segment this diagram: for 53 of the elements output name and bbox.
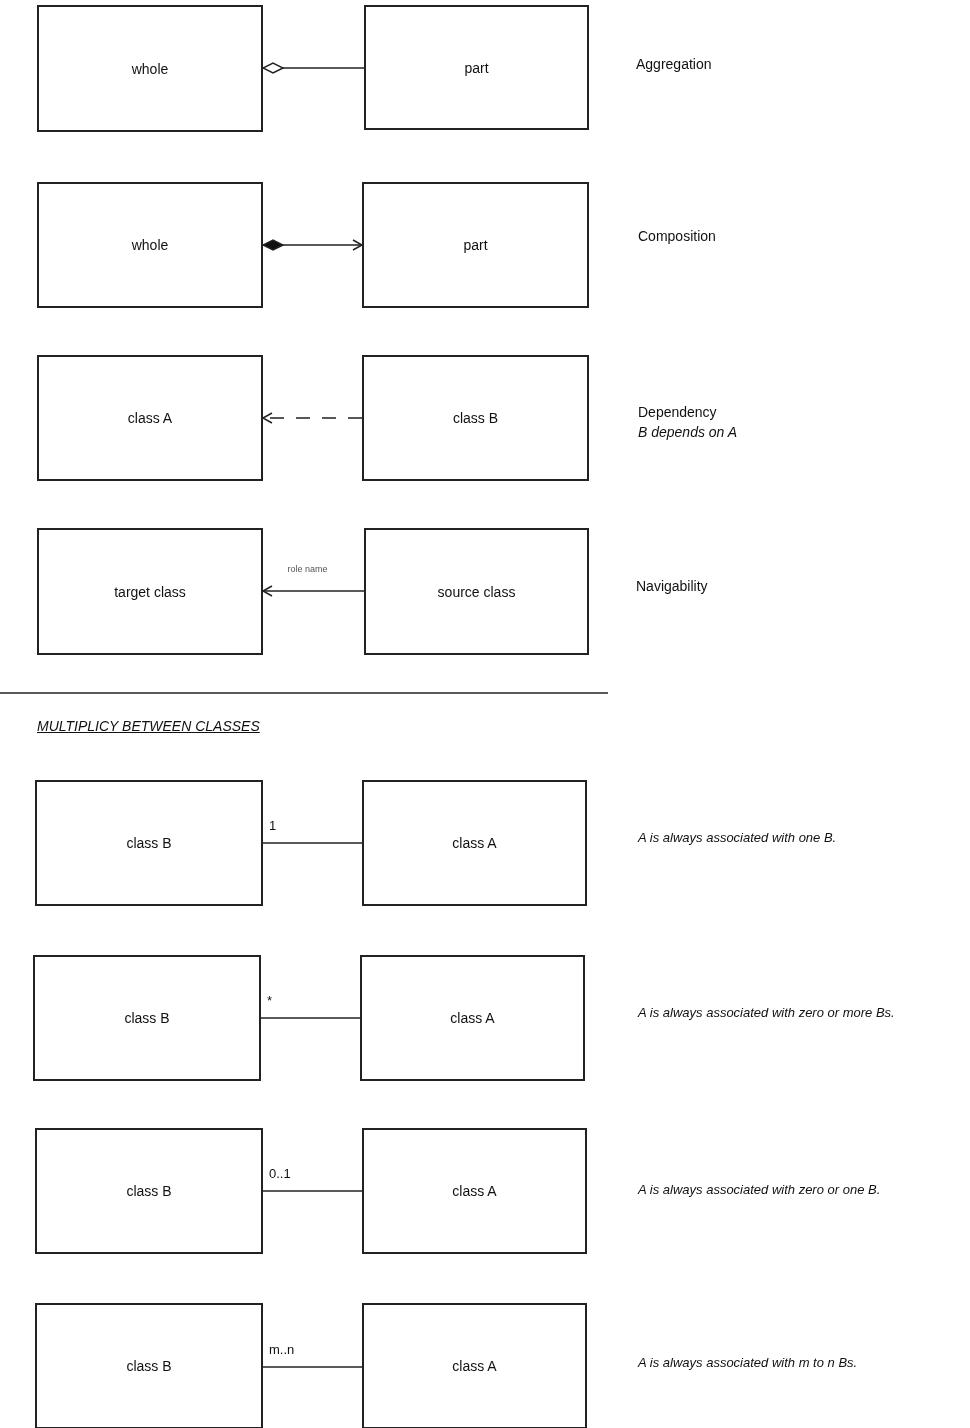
class-name: class B <box>452 410 499 426</box>
section-heading: MULTIPLICY BETWEEN CLASSES <box>37 718 260 734</box>
class-name: class A <box>450 1010 495 1026</box>
class-box <box>37 5 263 132</box>
class-name: whole <box>131 237 169 253</box>
multiplicity-label: 1 <box>269 819 277 832</box>
class-name: source class <box>437 583 516 600</box>
class-box <box>362 1128 587 1254</box>
class-box <box>35 1128 263 1254</box>
class-name: part <box>464 59 489 76</box>
description-note: A is always associated with one B. <box>638 830 837 845</box>
description-note: A is always associated with zero or more Bs. <box>638 1005 895 1020</box>
class-box <box>362 355 589 481</box>
class-box <box>35 1303 263 1428</box>
class-name: class B <box>126 1183 172 1199</box>
class-name: class B <box>126 835 172 851</box>
class-name: class B <box>126 1358 172 1374</box>
association-line <box>262 842 363 844</box>
association-line <box>262 1366 363 1368</box>
class-name: class A <box>452 1358 497 1374</box>
class-box <box>33 955 261 1081</box>
class-name: class A <box>452 835 497 851</box>
association-line <box>262 585 365 597</box>
association-line <box>262 1190 363 1192</box>
description-note: A is always associated with m to n Bs. <box>638 1355 858 1370</box>
relationship-name: Dependency <box>638 404 717 420</box>
class-name: class B <box>124 1010 170 1026</box>
class-box <box>362 780 587 906</box>
class-box <box>37 355 263 481</box>
class-box <box>364 5 589 130</box>
class-name: part <box>463 237 488 253</box>
class-box <box>360 955 585 1081</box>
relationship-name: Navigability <box>636 578 708 594</box>
class-box <box>364 528 589 655</box>
description-note: A is always associated with zero or one B. <box>638 1182 881 1197</box>
class-box <box>37 528 263 655</box>
class-name: whole <box>131 60 169 77</box>
relationship-name: Aggregation <box>636 56 712 72</box>
relationship-name: Composition <box>638 228 716 244</box>
class-box <box>362 1303 587 1428</box>
class-box <box>35 780 263 906</box>
class-name: class A <box>452 1183 497 1199</box>
class-box <box>37 182 263 308</box>
class-name: target class <box>114 583 186 600</box>
association-line <box>260 1017 361 1019</box>
class-name: class A <box>127 410 173 426</box>
association-line <box>262 62 365 74</box>
multiplicity-label: 0..1 <box>269 1167 291 1180</box>
association-line <box>262 239 363 251</box>
description-note: B depends on A <box>638 424 738 440</box>
role-name-label: role name <box>287 565 328 574</box>
class-box <box>362 182 589 308</box>
association-line <box>262 412 363 424</box>
